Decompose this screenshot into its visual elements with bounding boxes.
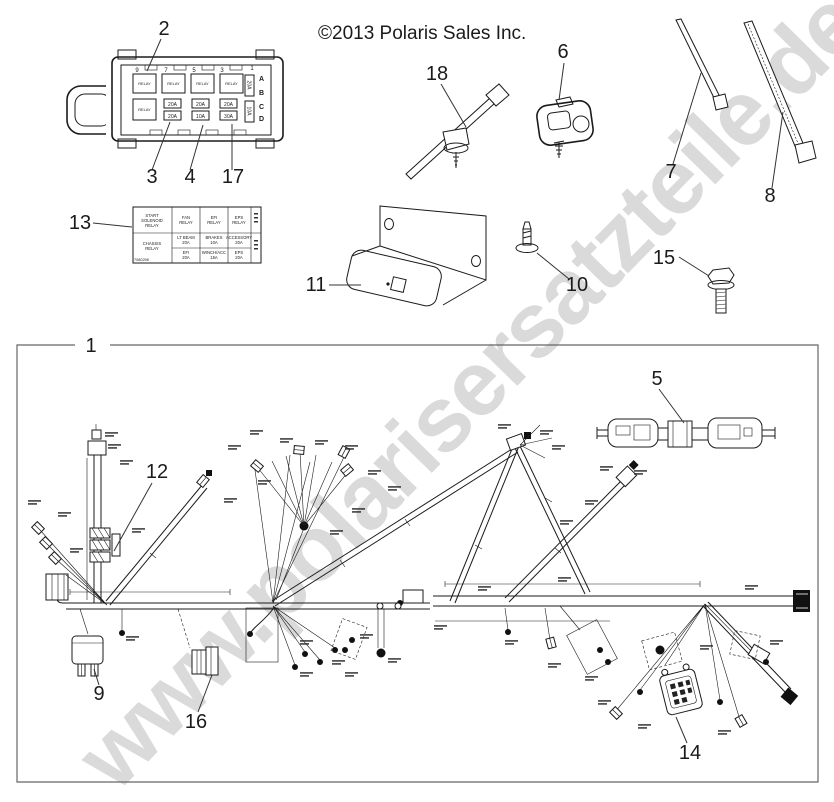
callout-7: 7 bbox=[665, 161, 676, 183]
table-cell: 20A bbox=[235, 240, 243, 245]
slot-letter: A bbox=[259, 76, 264, 83]
part-number: 7080298 bbox=[134, 258, 149, 262]
table-cell: LT BEAM bbox=[177, 235, 195, 240]
table-cell: EPS bbox=[235, 250, 244, 255]
callout-8: 8 bbox=[764, 185, 775, 207]
callout-17: 17 bbox=[222, 166, 244, 188]
table-cell: 20A bbox=[235, 255, 243, 260]
flange-bolt-illustration bbox=[707, 267, 735, 314]
callout-18: 18 bbox=[426, 63, 448, 85]
table-cell: RELAY bbox=[179, 220, 193, 225]
fuse-value: 20A bbox=[224, 102, 234, 108]
table-cell: FAN bbox=[182, 215, 190, 220]
callout-9: 9 bbox=[93, 683, 104, 705]
relay-label: RELAY bbox=[167, 81, 180, 86]
jumper-harness-illustration bbox=[596, 417, 776, 449]
cable-tie-8-illustration bbox=[743, 20, 817, 164]
slot-letter: C bbox=[259, 104, 264, 111]
harness-clip-illustration bbox=[536, 96, 594, 158]
callout-2: 2 bbox=[158, 18, 169, 40]
pin-number: 5 bbox=[192, 68, 196, 74]
table-cell: 10A bbox=[210, 240, 218, 245]
table-cell: WINCH/ACC bbox=[202, 250, 226, 255]
fuse-value: 20A bbox=[168, 114, 178, 120]
fuse-box-illustration: RELAY RELAY RELAY RELAY RELAY 20A 20A 20… bbox=[66, 49, 284, 149]
table-cell: SOLENOID bbox=[141, 218, 163, 223]
pin-number: 7 bbox=[164, 68, 168, 74]
table-cell: 20A bbox=[182, 255, 190, 260]
table-cell: EFI bbox=[211, 215, 218, 220]
fuse-label-table: START SOLENOID RELAY FAN RELAY EFI RELAY… bbox=[132, 206, 262, 264]
relay-label: RELAY bbox=[138, 81, 151, 86]
table-cell: EFI bbox=[183, 250, 190, 255]
pin-number: 1 bbox=[250, 66, 254, 72]
table-cell: RELAY bbox=[232, 220, 246, 225]
callout-6: 6 bbox=[557, 41, 568, 63]
callout-13: 13 bbox=[69, 212, 91, 234]
module-part-14 bbox=[659, 663, 703, 716]
harness-assembly-box bbox=[16, 344, 819, 783]
table-cell: 20A bbox=[182, 240, 190, 245]
relay-label: RELAY bbox=[225, 81, 238, 86]
push-rivet-illustration bbox=[515, 221, 539, 253]
bracket-illustration bbox=[346, 205, 487, 307]
pin-number: 9 bbox=[135, 68, 139, 74]
copyright-text: ©2013 Polaris Sales Inc. bbox=[318, 23, 526, 44]
table-cell: START bbox=[145, 213, 159, 218]
wiring-harness-artwork bbox=[28, 424, 810, 744]
table-cell: 15A bbox=[210, 255, 218, 260]
callout-4: 4 bbox=[184, 166, 195, 188]
callout-3: 3 bbox=[146, 166, 157, 188]
slot-letter: B bbox=[259, 90, 264, 97]
fuse-value: 30A bbox=[224, 114, 234, 120]
callout-5: 5 bbox=[651, 368, 662, 390]
callout-15: 15 bbox=[653, 247, 675, 269]
slot-letter: D bbox=[259, 116, 264, 123]
connector-part-16 bbox=[191, 646, 219, 676]
fuse-value: 10A bbox=[196, 114, 206, 120]
fuse-value: 20A bbox=[196, 102, 206, 108]
callout-1: 1 bbox=[85, 335, 96, 357]
cable-tie-7-illustration bbox=[675, 18, 729, 111]
relay-label: RELAY bbox=[196, 81, 209, 86]
fuse-value: 20A bbox=[246, 81, 252, 91]
callout-10: 10 bbox=[566, 274, 588, 296]
table-cell: BRAKES bbox=[206, 235, 223, 240]
callout-16: 16 bbox=[185, 711, 207, 733]
callout-14: 14 bbox=[679, 742, 701, 764]
table-cell: RELAY bbox=[207, 220, 221, 225]
callout-12: 12 bbox=[146, 461, 168, 483]
callout-11: 11 bbox=[306, 274, 327, 296]
table-cell: RELAY bbox=[145, 223, 159, 228]
table-cell: CHASSIS bbox=[143, 241, 162, 246]
table-cell: ACCESSORY bbox=[226, 235, 252, 240]
relay-part-9 bbox=[71, 635, 104, 677]
pin-number: 3 bbox=[220, 68, 224, 74]
table-cell: EPS bbox=[235, 215, 244, 220]
cable-tie-mount-illustration bbox=[405, 83, 510, 180]
table-cell: RELAY bbox=[145, 246, 159, 251]
fuse-value: 20A bbox=[168, 102, 178, 108]
relay-label: RELAY bbox=[138, 107, 151, 112]
fuse-value: 10A bbox=[246, 107, 252, 117]
